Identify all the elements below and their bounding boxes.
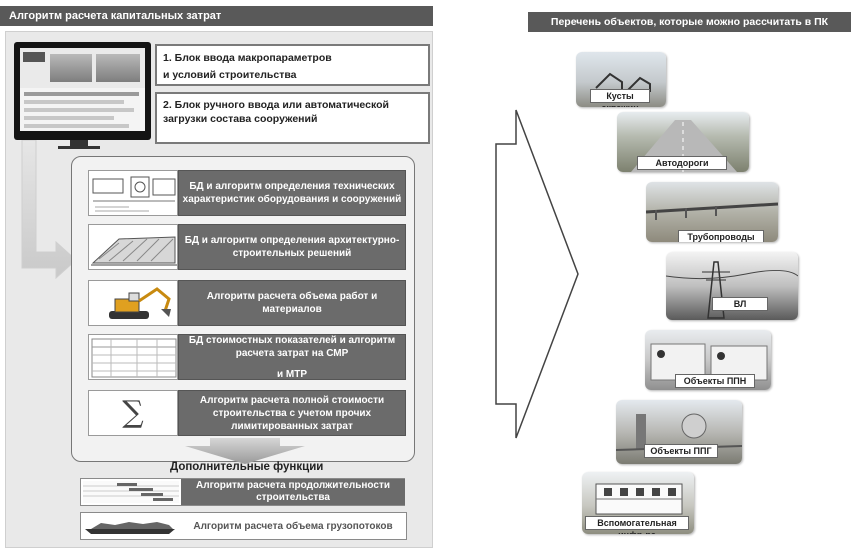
object-ppg: Объекты ППГ xyxy=(616,400,742,464)
gantt-chart-image xyxy=(83,481,179,503)
tech-drawing-image xyxy=(88,170,178,216)
excavator-image xyxy=(88,280,178,326)
cost-table-image xyxy=(88,334,178,380)
screen-preview xyxy=(20,48,145,131)
object-power-lines: ВЛ xyxy=(666,252,798,320)
flow-arrow xyxy=(21,140,77,280)
gantt-row: Алгоритм расчета продолжительности строи… xyxy=(80,478,405,506)
algo-row-total: Алгоритм расчета полной стоимости строит… xyxy=(178,390,406,436)
object-ppn: Объекты ППН xyxy=(645,330,771,390)
object-roads: Автодороги xyxy=(617,112,749,172)
down-arrow xyxy=(185,438,305,464)
algo-row-costs: БД стоимостных показателей и алгоритм ра… xyxy=(178,334,406,380)
left-header: Алгоритм расчета капитальных затрат xyxy=(0,6,433,26)
object-auxiliary: Вспомогательная инфр-ра xyxy=(582,472,694,534)
chevron-right-icon xyxy=(495,109,579,439)
sigma-icon: ∑ xyxy=(88,390,178,436)
cargo-row: Алгоритм расчета объема грузопотоков xyxy=(80,512,407,540)
duration-algo-label: Алгоритм расчета продолжительности строи… xyxy=(196,480,390,503)
barge-image xyxy=(85,522,175,534)
object-wells: Кусты скважин xyxy=(576,52,666,107)
block-macro-params: 1. Блок ввода макропараметров и условий … xyxy=(155,44,430,86)
cargo-algo-label: Алгоритм расчета объема грузопотоков xyxy=(193,521,393,532)
algo-row-architecture: БД и алгоритм определения архитектурно-с… xyxy=(178,224,406,270)
object-pipelines: Трубопроводы xyxy=(646,182,778,242)
block-structures-input: 2. Блок ручного ввода или автоматической… xyxy=(155,92,430,144)
monitor-image xyxy=(14,42,151,140)
additional-functions-title: Дополнительные функции xyxy=(170,461,324,473)
architecture-drawing-image xyxy=(88,224,178,270)
algo-row-volume: Алгоритм расчета объема работ и материал… xyxy=(178,280,406,326)
right-header: Перечень объектов, которые можно рассчит… xyxy=(528,12,851,32)
algo-row-tech: БД и алгоритм определения технических ха… xyxy=(178,170,406,216)
